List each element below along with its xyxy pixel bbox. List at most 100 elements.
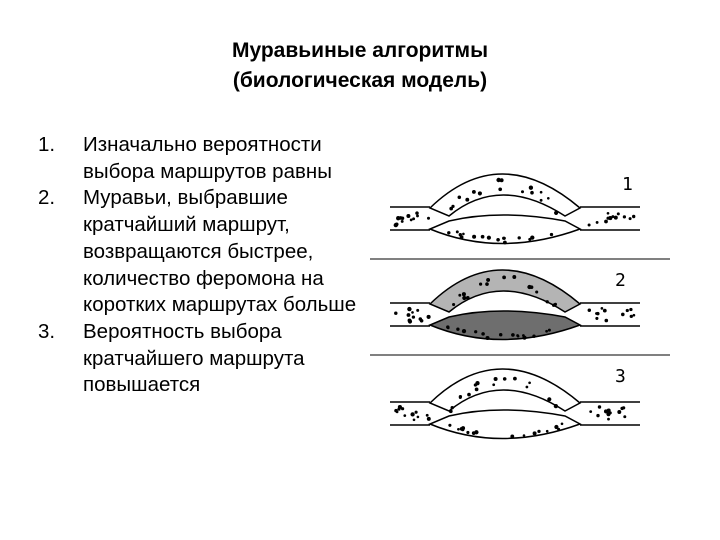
ant-dot (472, 234, 477, 239)
ant-dot (449, 206, 454, 211)
ant-dot (409, 218, 413, 222)
title-line-2: (биологическая модель) (232, 69, 488, 92)
step-number: 3. (38, 319, 56, 343)
ant-dot (502, 275, 506, 280)
ant-dot (465, 197, 470, 202)
ant-dot (401, 407, 405, 411)
ant-dot (496, 177, 501, 183)
panel-3: 3 (390, 366, 640, 440)
ant-dot (450, 406, 454, 410)
ant-dot (467, 392, 471, 397)
ant-dot (492, 383, 496, 387)
list-item: 2. Муравьи, выбравшие кратчайший маршрут… (38, 185, 383, 319)
ant-path-diagram: 1 2 3 (370, 173, 670, 440)
ant-dot (595, 220, 599, 224)
ant-dot (554, 424, 559, 430)
ant-dot (407, 318, 412, 323)
ant-dot (412, 217, 416, 221)
ant-dot (535, 290, 539, 294)
ant-dot (460, 427, 465, 432)
ant-dot (613, 215, 618, 220)
ant-dot (411, 311, 414, 314)
ant-dot (475, 381, 480, 386)
ant-dot (447, 231, 451, 235)
ant-dot (539, 198, 543, 202)
ant-dot (479, 282, 483, 286)
ant-dot (532, 431, 537, 436)
ant-dot (537, 429, 541, 434)
list-item: 1. Изначально вероятности выбора маршрут… (38, 132, 383, 185)
ant-dot (539, 190, 543, 194)
ant-dot (560, 422, 564, 426)
ant-dot (414, 410, 418, 414)
ant-dot (481, 332, 485, 336)
ant-dot (587, 308, 592, 313)
ant-dot (471, 189, 476, 194)
ant-dot (474, 387, 479, 392)
ant-dot (632, 313, 636, 317)
lower-path (428, 409, 582, 440)
ant-dot (393, 222, 398, 228)
ant-dot (589, 410, 593, 413)
ant-dot (498, 332, 503, 337)
step-number: 2. (38, 186, 56, 210)
ant-dot (557, 427, 561, 431)
ant-dot (553, 302, 558, 306)
ant-dot (452, 302, 456, 307)
ant-dot (426, 216, 431, 220)
ant-dot (510, 434, 515, 439)
ant-dot (456, 327, 460, 331)
ant-dot (522, 434, 526, 437)
ant-dot (600, 307, 604, 310)
ant-dot (629, 307, 633, 312)
ant-dot (426, 416, 431, 421)
ant-dot (596, 413, 600, 418)
ant-dot (461, 292, 466, 297)
step-text: Изначально вероятности выбора маршрутов … (83, 133, 332, 183)
ant-dot (525, 385, 529, 389)
ant-dot (532, 334, 536, 338)
ant-dot (485, 282, 489, 286)
ant-dot (457, 427, 460, 431)
ant-dot (407, 306, 412, 312)
ant-dot (517, 236, 521, 240)
ant-dot (621, 406, 626, 410)
ant-dot (493, 376, 498, 382)
ant-dot (416, 214, 419, 218)
panel-label: 1 (622, 174, 633, 195)
upper-path (428, 368, 582, 412)
left-tunnel (390, 302, 430, 327)
upper-path (428, 173, 582, 217)
left-tunnel (390, 401, 430, 426)
ant-dot (406, 214, 411, 218)
ant-dot (606, 211, 610, 215)
lower-path (428, 310, 582, 341)
ant-dot (606, 408, 611, 413)
ant-dot (416, 415, 420, 419)
ant-dot (528, 237, 532, 241)
ant-dot (522, 335, 527, 340)
lower-path (428, 214, 582, 245)
ant-dot (502, 240, 507, 245)
step-text: Муравьи, выбравшие кратчайший маршрут, в… (83, 186, 357, 317)
ant-dot (529, 285, 534, 289)
ant-dot (498, 187, 503, 192)
ant-dot (604, 219, 608, 224)
ant-dot (448, 409, 453, 414)
ant-dot (607, 417, 610, 421)
ant-dot (496, 238, 500, 242)
panel-label: 2 (615, 270, 626, 291)
ant-dot (547, 328, 551, 332)
ant-dot (400, 219, 404, 223)
ant-dot (398, 216, 403, 220)
upper-path (428, 269, 582, 313)
ant-dot (462, 232, 465, 236)
ant-dot (406, 313, 411, 317)
ant-dot (457, 195, 462, 200)
ant-dot (608, 411, 612, 415)
left-tunnel (390, 206, 430, 231)
ant-dot (458, 293, 462, 297)
ant-dot (516, 334, 520, 338)
ant-dot (499, 178, 504, 183)
ant-dot (625, 308, 629, 313)
